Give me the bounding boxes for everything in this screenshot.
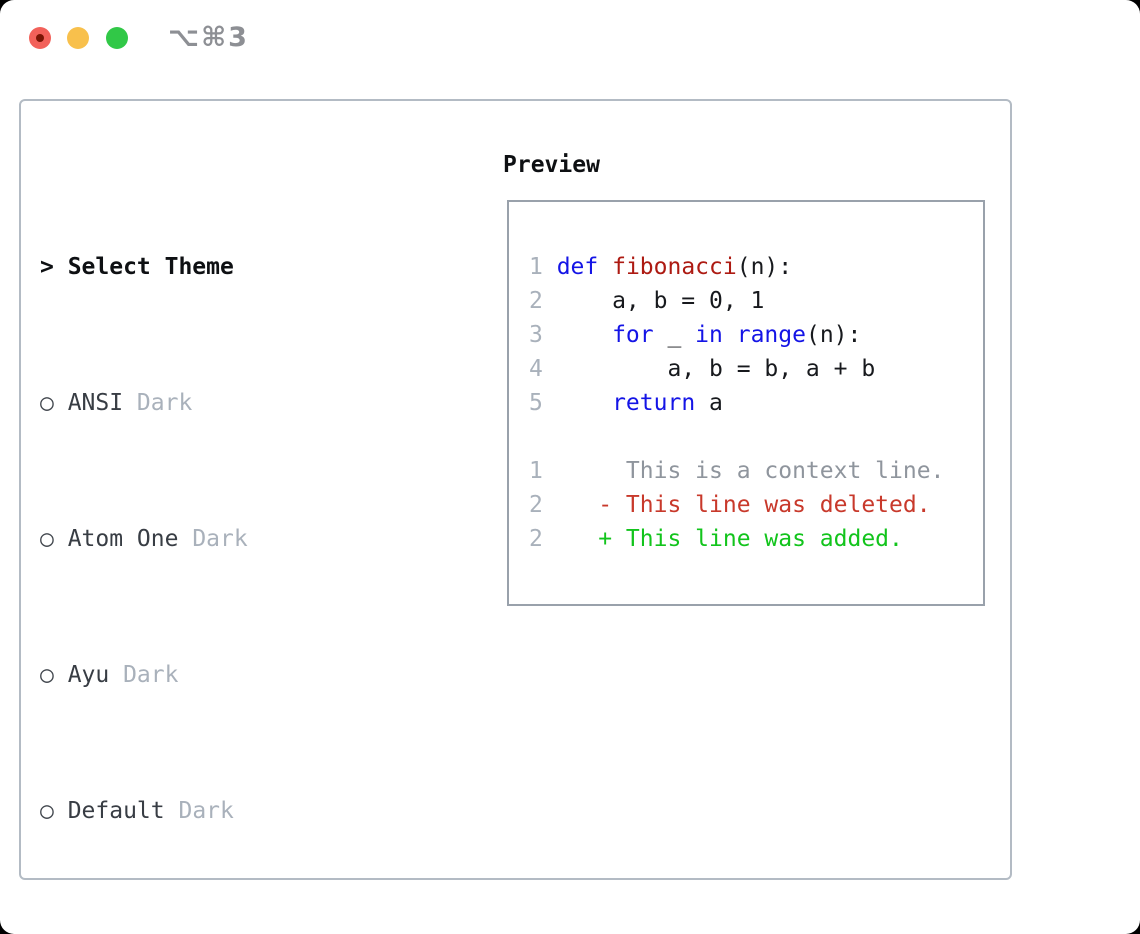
diff-added-line: 2 + This line was added.: [529, 522, 983, 556]
keyword-in: in: [695, 322, 723, 348]
radio-unselected-icon: ○: [40, 662, 54, 688]
line-number: 2: [529, 526, 543, 552]
line-number: 1: [529, 254, 543, 280]
close-dot-icon: [36, 34, 44, 42]
diff-deleted-text: - This line was deleted.: [556, 492, 931, 518]
code-line-2: 2 a, b = 0, 1: [529, 284, 983, 318]
minimize-button[interactable]: [67, 27, 89, 49]
function-name: fibonacci: [612, 254, 737, 280]
diff-context-text: This is a context line.: [556, 458, 945, 484]
line-number: 2: [529, 288, 543, 314]
keyword-return: return: [612, 390, 696, 416]
theme-variant: Dark: [136, 390, 193, 416]
theme-option-atom-one-dark[interactable]: ○ Atom One Dark: [40, 522, 428, 556]
code-line-1: 1 def fibonacci(n):: [529, 250, 983, 284]
prompt-icon: >: [40, 254, 54, 280]
line-number: 1: [529, 458, 543, 484]
keyword-def: def: [556, 254, 599, 280]
radio-unselected-icon: ○: [40, 526, 54, 552]
code-text: (n):: [805, 322, 862, 348]
code-text: a: [695, 390, 723, 416]
theme-name: Default: [67, 798, 165, 824]
diff-added-text: + This line was added.: [556, 526, 903, 552]
blank-line: [529, 420, 983, 454]
code-text: [598, 254, 612, 280]
radio-unselected-icon: ○: [40, 930, 68, 934]
zoom-button[interactable]: [106, 27, 128, 49]
preview-title: Preview: [503, 152, 600, 178]
diff-context-line: 1 This is a context line.: [529, 454, 983, 488]
code-line-5: 5 return a: [529, 386, 983, 420]
line-number: 4: [529, 356, 543, 382]
title-bar: ⌥⌘3: [0, 0, 1140, 78]
close-button[interactable]: [29, 27, 51, 49]
window-title: ⌥⌘3: [168, 22, 249, 53]
theme-name: ANSI: [67, 390, 124, 416]
radio-unselected-icon: ○: [40, 390, 54, 416]
theme-option-default-dark[interactable]: ○ Default Dark: [40, 794, 428, 828]
code-text: [557, 390, 612, 416]
code-line-4: 4 a, b = b, a + b: [529, 352, 983, 386]
code-text: a, b = b, a + b: [556, 356, 876, 382]
theme-variant: Dark: [123, 662, 179, 688]
code-text: [723, 322, 737, 348]
radio-unselected-icon: ○: [40, 798, 54, 824]
code-text: (n):: [736, 254, 793, 280]
line-number: 5: [529, 390, 543, 416]
theme-name: Ayu: [67, 662, 110, 688]
theme-name: Atom One: [67, 526, 179, 552]
diff-deleted-line: 2 - This line was deleted.: [529, 488, 983, 522]
theme-variant: Dark: [192, 526, 248, 552]
theme-variant: Dark: [178, 798, 234, 824]
builtin-range: range: [736, 322, 806, 348]
keyword-for: for: [612, 322, 654, 348]
code-line-3: 3 for _ in range(n):: [529, 318, 983, 352]
theme-list-header: > Select Theme: [40, 250, 428, 284]
line-number: 3: [529, 322, 543, 348]
code-text: _: [653, 322, 696, 348]
code-text: [557, 322, 612, 348]
theme-option-ansi-dark[interactable]: ○ ANSI Dark: [40, 386, 428, 420]
code-text: a, b = 0, 1: [556, 288, 765, 314]
theme-option-dracula-dark[interactable]: ○DraculaDark: [40, 930, 428, 934]
line-number: 2: [529, 492, 543, 518]
theme-list-title: Select Theme: [67, 254, 234, 280]
theme-option-ayu-dark[interactable]: ○ Ayu Dark: [40, 658, 428, 692]
